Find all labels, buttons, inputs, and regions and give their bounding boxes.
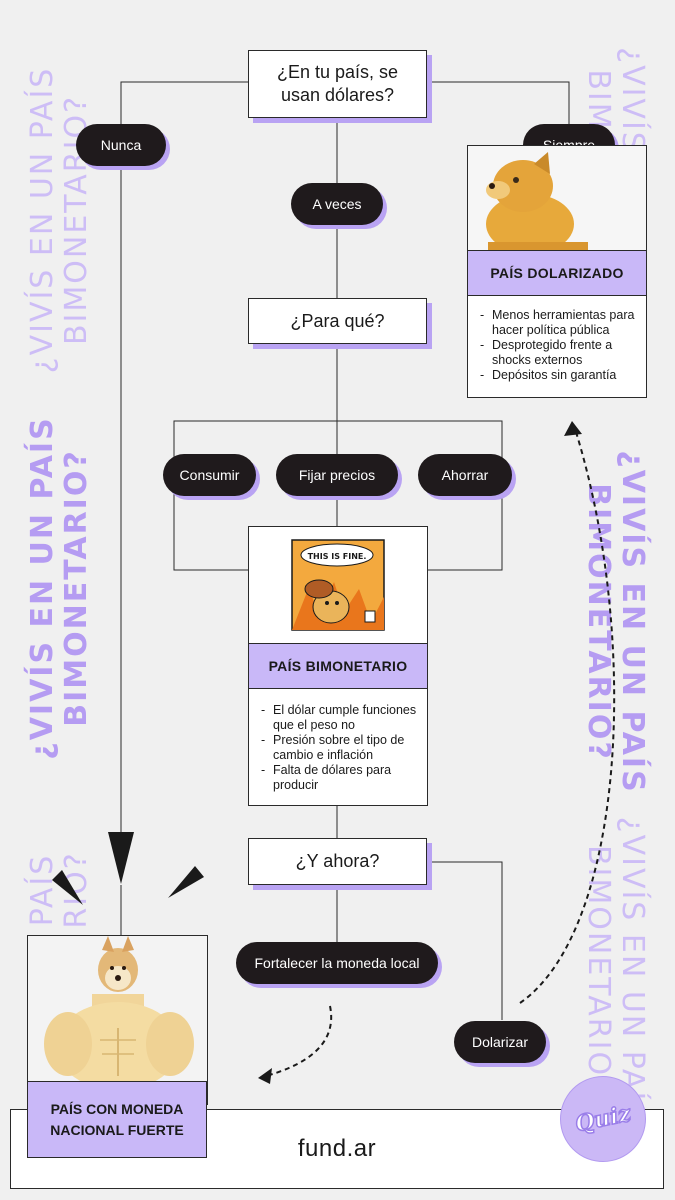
this-is-fine-image: THIS IS FINE.: [249, 527, 427, 643]
svg-text:THIS IS FINE.: THIS IS FINE.: [308, 552, 367, 561]
question-para-que: ¿Para qué?: [248, 298, 427, 344]
burst-left: [52, 870, 83, 905]
list-dolarizado: Menos herramientas para hacer política p…: [480, 308, 638, 383]
question-usan-dolares: ¿En tu país, se usan dólares?: [248, 50, 427, 118]
dashed-arrow-fortalecer: [265, 1005, 333, 1077]
option-fortalecer-moneda[interactable]: Fortalecer la moneda local: [236, 942, 438, 984]
card-pais-bimonetario: THIS IS FINE. PAÍS BIMONETARIO El dólar …: [248, 526, 428, 806]
question-usan-dolares-text: ¿En tu país, se usan dólares?: [276, 62, 399, 105]
cheems-image: [468, 146, 646, 254]
this-is-fine-icon: THIS IS FINE.: [291, 539, 385, 631]
list-item: Presión sobre el tipo de cambio e inflac…: [261, 733, 419, 763]
quiz-label: Quiz: [572, 1100, 634, 1139]
card-pais-dolarizado: PAÍS DOLARIZADO Menos herramientas para …: [467, 145, 647, 398]
header-pais-dolarizado: PAÍS DOLARIZADO: [468, 250, 646, 296]
burst-right: [168, 866, 204, 898]
dog-illustration-icon: [486, 152, 588, 254]
option-a-veces[interactable]: A veces: [291, 183, 383, 225]
brand-text: fund.ar: [297, 1135, 377, 1162]
option-ahorrar[interactable]: Ahorrar: [418, 454, 512, 496]
list-item: Desprotegido frente a shocks externos: [480, 338, 638, 368]
buff-doge-icon: [44, 936, 194, 1090]
list-bimonetario: El dólar cumple funciones que el peso no…: [261, 703, 419, 793]
question-y-ahora: ¿Y ahora?: [248, 838, 427, 885]
list-item: Depósitos sin garantía: [480, 368, 638, 383]
option-dolarizar[interactable]: Dolarizar: [454, 1021, 546, 1063]
arrow-nunca-down: [108, 832, 134, 884]
option-nunca[interactable]: Nunca: [76, 124, 166, 166]
header-pais-moneda-fuerte: PAÍS CON MONEDA NACIONAL FUERTE: [27, 1081, 207, 1158]
card-pais-moneda-fuerte: [27, 935, 208, 1105]
list-item: El dólar cumple funciones que el peso no: [261, 703, 419, 733]
header-pais-bimonetario: PAÍS BIMONETARIO: [249, 643, 427, 689]
dashed-arrow-dolarizar: [519, 431, 616, 1004]
list-item: Falta de dólares para producir: [261, 763, 419, 793]
list-item: Menos herramientas para hacer política p…: [480, 308, 638, 338]
option-fijar-precios[interactable]: Fijar precios: [276, 454, 398, 496]
option-consumir[interactable]: Consumir: [163, 454, 256, 496]
